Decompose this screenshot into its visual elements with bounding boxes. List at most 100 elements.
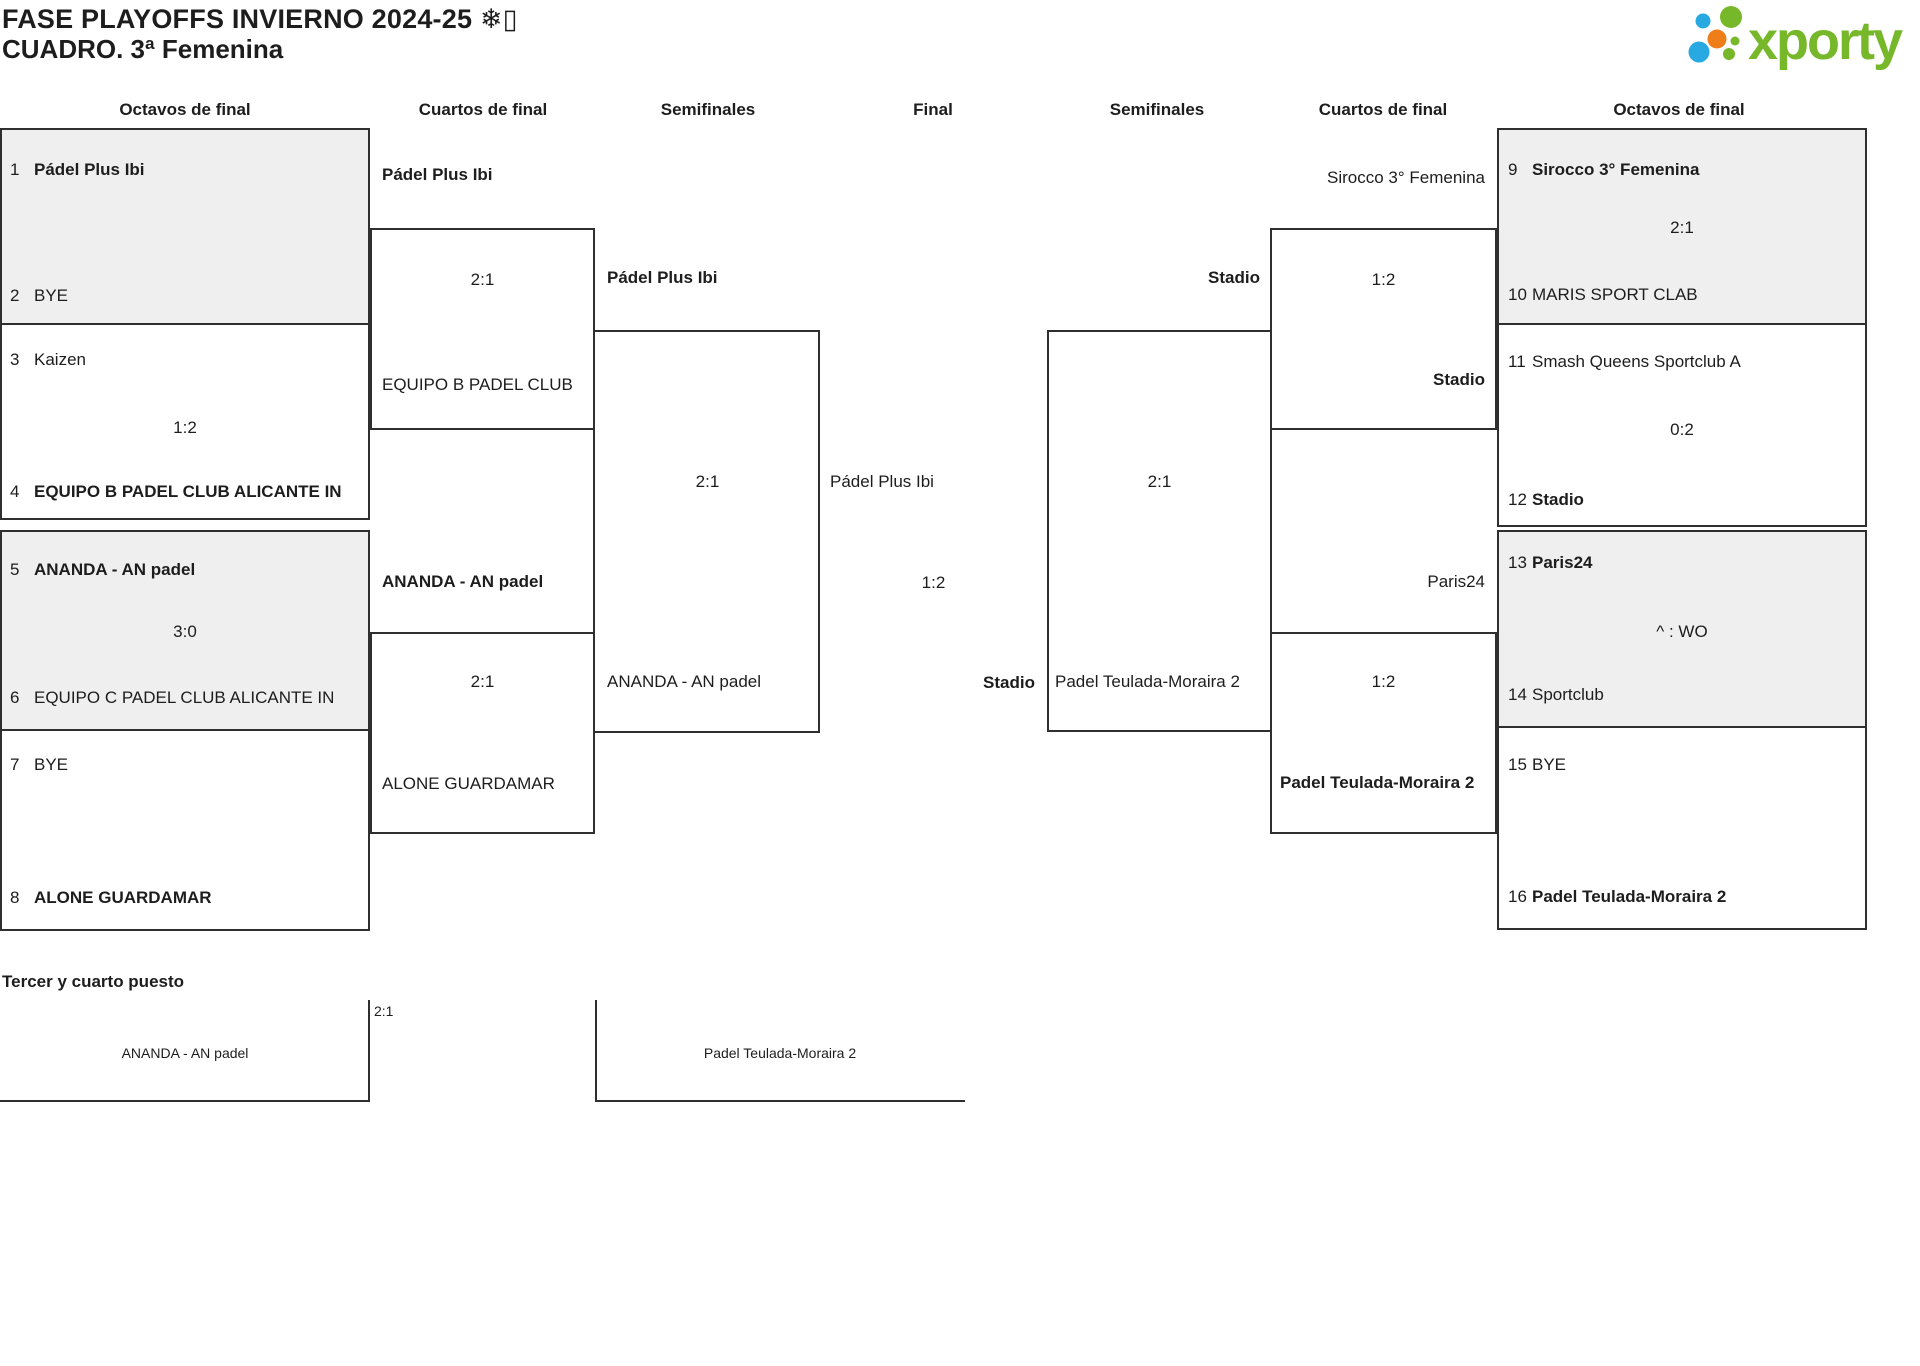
team-name: BYE	[34, 755, 69, 774]
seed-number: 10	[1508, 285, 1527, 304]
seed-number: 5	[10, 560, 20, 579]
match-box-r16-6	[1497, 323, 1867, 527]
team-row-seed-4: 4 EQUIPO B PADEL CLUB ALICANTE IN	[10, 482, 368, 502]
qf1-team-b: EQUIPO B PADEL CLUB	[382, 375, 573, 394]
sf-left-score: 2:1	[695, 472, 720, 491]
team-row-seed-6: 6 EQUIPO C PADEL CLUB ALICANTE IN	[10, 688, 368, 708]
qf3-score: 1:2	[1371, 270, 1396, 289]
team-name: EQUIPO C PADEL CLUB ALICANTE IN	[34, 688, 335, 707]
seed-number: 3	[10, 350, 20, 369]
qf1-score: 2:1	[470, 270, 495, 289]
match-score: 0:2	[1670, 420, 1694, 439]
qf2-score: 2:1	[470, 672, 495, 691]
sf-right-team-a: Stadio	[1208, 268, 1260, 287]
round-header-sf-right: Semifinales	[1109, 100, 1205, 119]
match-box-qf-4	[1270, 632, 1497, 834]
qf4-team-b: Padel Teulada-Moraira 2	[1280, 773, 1475, 792]
qf2-team-a: ANANDA - AN padel	[382, 572, 544, 591]
final-score: 1:2	[921, 573, 946, 592]
seed-number: 1	[10, 160, 20, 179]
team-name: Pádel Plus Ibi	[34, 160, 145, 179]
seed-number: 9	[1508, 160, 1518, 179]
team-row-seed-12: 12 Stadio	[1508, 490, 1584, 510]
final-team-b: Stadio	[983, 673, 1035, 692]
team-name: Paris24	[1532, 553, 1593, 572]
seed-number: 6	[10, 688, 20, 707]
match-box-r16-7	[1497, 530, 1867, 728]
team-row-seed-7: 7 BYE	[10, 755, 68, 775]
team-row-seed-14: 14 Sportclub	[1508, 685, 1604, 705]
logo-dot-blue-small	[1695, 13, 1711, 29]
team-name: BYE	[1532, 755, 1567, 774]
match-box-qf-2	[370, 632, 595, 834]
logo-dot-green-small	[1723, 48, 1735, 60]
page-title: FASE PLAYOFFS INVIERNO 2024-25 ❄▯	[2, 4, 518, 34]
third-place-box-right	[595, 1000, 965, 1102]
third-place-title: Tercer y cuarto puesto	[2, 972, 185, 991]
seed-number: 16	[1508, 887, 1527, 906]
team-row-seed-1: 1 Pádel Plus Ibi	[10, 160, 145, 180]
seed-number: 4	[10, 482, 20, 501]
match-score: ^ : WO	[1656, 622, 1708, 641]
seed-number: 7	[10, 755, 20, 774]
match-box-sf-right	[1047, 330, 1272, 732]
qf4-score: 1:2	[1371, 672, 1396, 691]
sf-right-team-b: Padel Teulada-Moraira 2	[1055, 672, 1240, 691]
team-name: Sportclub	[1532, 685, 1604, 704]
team-name: Stadio	[1532, 490, 1584, 509]
qf3-team-b: Stadio	[1433, 370, 1485, 389]
logo-text: xporty	[1748, 11, 1903, 71]
team-row-seed-9: 9 Sirocco 3° Femenina	[1508, 160, 1699, 180]
match-box-qf-3	[1270, 228, 1497, 430]
team-row-seed-3: 3 Kaizen	[10, 350, 86, 370]
round-header-qf-left: Cuartos de final	[418, 100, 548, 119]
team-name: Smash Queens Sportclub A	[1532, 352, 1741, 371]
match-box-r16-8	[1497, 726, 1867, 930]
team-name: Kaizen	[34, 350, 86, 369]
team-name: MARIS SPORT CLAB	[1532, 285, 1698, 304]
logo-dot-orange	[1707, 29, 1727, 49]
match-box-r16-1	[0, 128, 370, 325]
match-score: 3:0	[173, 622, 197, 641]
round-header-qf-right: Cuartos de final	[1318, 100, 1448, 119]
final-team-a: Pádel Plus Ibi	[830, 472, 934, 491]
match-box-r16-4	[0, 729, 370, 931]
team-name: Padel Teulada-Moraira 2	[1532, 887, 1727, 906]
seed-number: 11	[1508, 352, 1526, 371]
qf3-team-a: Sirocco 3° Femenina	[1327, 168, 1485, 187]
qf2-team-b: ALONE GUARDAMAR	[382, 774, 555, 793]
seed-number: 14	[1508, 685, 1527, 704]
seed-number: 12	[1508, 490, 1527, 509]
logo-dot-green-large	[1720, 6, 1742, 28]
sf-right-score: 2:1	[1147, 472, 1172, 491]
seed-number: 2	[10, 286, 20, 305]
third-place-team-b: Padel Teulada-Moraira 2	[703, 1045, 857, 1061]
third-place-box-left	[0, 1000, 370, 1102]
xporty-logo: xporty	[1688, 6, 1905, 71]
match-box-r16-5	[1497, 128, 1867, 325]
qf4-team-a: Paris24	[1427, 572, 1485, 591]
round-header-sf-left: Semifinales	[660, 100, 756, 119]
sf-left-team-b: ANANDA - AN padel	[607, 672, 762, 691]
logo-dot-green-tiny	[1730, 36, 1740, 46]
team-row-seed-13: 13 Paris24	[1508, 553, 1593, 573]
seed-number: 8	[10, 888, 20, 907]
match-box-sf-left	[593, 330, 820, 733]
round-header-r16-left: Octavos de final	[119, 100, 251, 119]
team-row-seed-11: 11 Smash Queens Sportclub A	[1508, 352, 1741, 372]
round-header-r16-right: Octavos de final	[1613, 100, 1745, 119]
match-box-r16-2	[0, 323, 370, 520]
bracket-category-title: CUADRO. 3ª Femenina	[2, 34, 284, 64]
team-name: Sirocco 3° Femenina	[1532, 160, 1700, 179]
match-box-qf-1	[370, 228, 595, 430]
round-header-final: Final	[913, 100, 953, 119]
team-name: EQUIPO B PADEL CLUB ALICANTE IN	[34, 482, 342, 501]
seed-number: 13	[1508, 553, 1527, 572]
third-place-team-a: ANANDA - AN padel	[121, 1045, 249, 1061]
team-row-seed-10: 10 MARIS SPORT CLAB	[1508, 285, 1698, 305]
